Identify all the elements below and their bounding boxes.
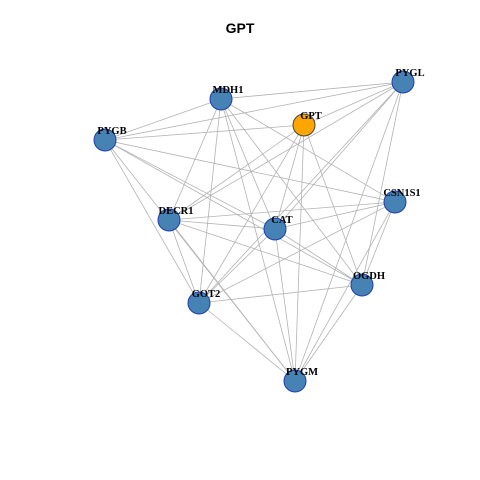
edge-pygb-got2	[104, 139, 200, 304]
node-pygb[interactable]: PYGB	[93, 126, 127, 152]
node-label-pygl: PYGL	[395, 68, 424, 79]
edge-csn1s1-pygm	[294, 201, 396, 382]
edge-cat-got2	[198, 228, 276, 304]
edge-layer	[104, 81, 404, 382]
edge-mdh1-got2	[198, 98, 222, 304]
node-label-mdh1: MDH1	[213, 85, 244, 96]
edge-pygl-got2	[198, 81, 404, 304]
node-pygl[interactable]: PYGL	[391, 68, 425, 94]
node-label-csn1s1: CSN1S1	[383, 188, 420, 199]
edge-gpt-ogdh	[303, 124, 363, 286]
edge-ogdh-got2	[198, 284, 363, 304]
node-label-ogdh: OGDH	[353, 271, 385, 282]
node-ogdh[interactable]: OGDH	[350, 271, 385, 297]
node-circle-cat[interactable]	[263, 217, 287, 241]
edge-pygl-cat	[274, 81, 404, 230]
edge-got2-pygm	[198, 302, 296, 382]
edge-pygb-gpt	[104, 124, 305, 141]
node-got2[interactable]: GOT2	[187, 289, 221, 315]
edge-gpt-pygl	[303, 81, 404, 126]
edge-cat-ogdh	[274, 228, 363, 286]
node-csn1s1[interactable]: CSN1S1	[383, 188, 421, 214]
edge-pygl-pygm	[294, 81, 404, 382]
node-gpt[interactable]: GPT	[292, 111, 322, 137]
edge-mdh1-ogdh	[220, 98, 363, 286]
node-label-pygm: PYGM	[286, 367, 318, 378]
node-circle-csn1s1[interactable]	[383, 190, 407, 214]
node-mdh1[interactable]: MDH1	[209, 85, 244, 111]
node-label-gpt: GPT	[300, 111, 322, 122]
edge-gpt-cat	[274, 124, 305, 230]
node-circle-pygm[interactable]	[283, 369, 307, 393]
node-label-decr1: DECR1	[158, 206, 193, 217]
node-label-pygb: PYGB	[97, 126, 126, 137]
node-circle-mdh1[interactable]	[209, 87, 233, 111]
edge-gpt-got2	[198, 124, 305, 304]
edge-pygb-pygl	[104, 81, 404, 141]
edge-cat-pygm	[274, 228, 296, 382]
node-circle-ogdh[interactable]	[350, 273, 374, 297]
edge-pygl-ogdh	[361, 81, 404, 286]
edge-csn1s1-got2	[198, 201, 396, 304]
node-decr1[interactable]: DECR1	[157, 206, 194, 232]
node-circle-got2[interactable]	[187, 291, 211, 315]
edge-csn1s1-decr1	[168, 201, 396, 221]
node-label-cat: CAT	[271, 215, 292, 226]
edge-csn1s1-cat	[274, 201, 396, 230]
edge-csn1s1-ogdh	[361, 201, 396, 286]
edge-mdh1-pygl	[220, 81, 404, 100]
node-cat[interactable]: CAT	[263, 215, 293, 241]
node-pygm[interactable]: PYGM	[283, 367, 318, 393]
edge-decr1-got2	[168, 219, 200, 304]
node-circle-gpt[interactable]	[292, 113, 316, 137]
node-circle-decr1[interactable]	[157, 208, 181, 232]
edge-pygb-ogdh	[104, 139, 363, 286]
edge-pygb-mdh1	[104, 98, 222, 141]
edge-mdh1-pygm	[220, 98, 296, 382]
edge-decr1-pygm	[168, 219, 296, 382]
node-label-got2: GOT2	[192, 289, 221, 300]
edge-ogdh-pygm	[294, 284, 363, 382]
edge-pygl-decr1	[168, 81, 404, 221]
edge-gpt-pygm	[294, 124, 305, 382]
edge-decr1-cat	[168, 219, 276, 230]
edge-pygb-csn1s1	[104, 139, 396, 203]
node-circle-pygl[interactable]	[391, 70, 415, 94]
edge-gpt-decr1	[168, 124, 305, 221]
edge-decr1-ogdh	[168, 219, 363, 286]
graph-title: GPT	[225, 20, 255, 36]
node-circle-pygb[interactable]	[93, 128, 117, 152]
